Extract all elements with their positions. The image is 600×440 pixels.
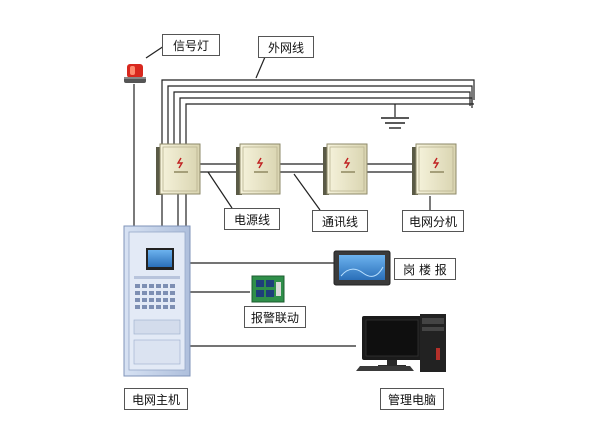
leader-power-line xyxy=(207,171,233,209)
host-cabinet-icon xyxy=(123,225,191,377)
post-alarm-label: 岗 楼 报 xyxy=(394,258,456,280)
beacon-light-icon xyxy=(124,64,146,83)
ground-symbol-icon xyxy=(381,117,409,129)
outer-wire-label: 外网线 xyxy=(258,36,314,58)
power-line-label: 电源线 xyxy=(224,208,280,230)
outer-wire-3 xyxy=(173,91,471,145)
leader-signal-light xyxy=(145,45,165,59)
leader-comm-line xyxy=(293,173,321,211)
desktop-computer-icon xyxy=(356,314,446,372)
grid-host-label: 电网主机 xyxy=(124,388,188,410)
outer-wire-1 xyxy=(161,79,475,145)
wiring xyxy=(133,45,475,347)
grid-branch-label: 电网分机 xyxy=(402,210,464,232)
outer-wire-4 xyxy=(179,97,473,145)
junction-box-icon xyxy=(323,143,368,195)
signal-light-label: 信号灯 xyxy=(162,34,220,56)
alarm-linkage-label: 报警联动 xyxy=(244,306,306,328)
junction-box-icon xyxy=(412,143,457,195)
touch-panel-icon xyxy=(333,250,391,286)
comm-line-label: 通讯线 xyxy=(312,210,368,232)
junction-box-icon xyxy=(156,143,201,195)
junction-box-icon xyxy=(236,143,281,195)
outer-wire-5 xyxy=(185,103,474,145)
relay-board-icon xyxy=(251,275,285,303)
management-pc-label: 管理电脑 xyxy=(380,388,444,410)
outer-wire-2 xyxy=(167,85,473,145)
